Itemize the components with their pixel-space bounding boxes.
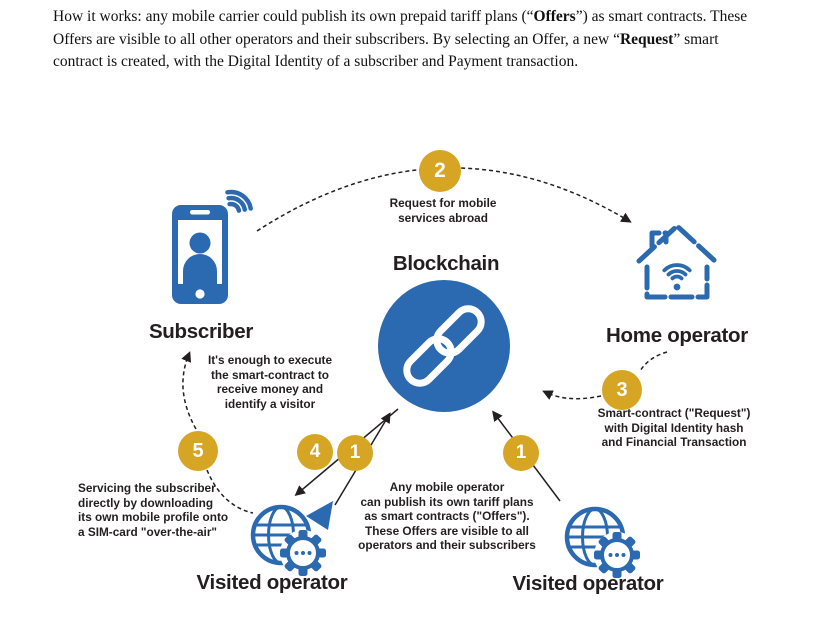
home-operator-icon	[636, 223, 718, 300]
annotation-step3: Smart-contract ("Request") with Digital …	[597, 406, 751, 449]
curve-home-to-step3	[639, 351, 668, 372]
curve-step5-to-visited-left	[206, 469, 254, 514]
chain-link-icon	[403, 305, 485, 387]
visited-operator-right-label: Visited operator	[512, 572, 664, 595]
visited-operator-left-label: Visited operator	[196, 571, 348, 594]
annotation-step1: Any mobile operator can publish its own …	[358, 480, 536, 552]
annotation-smart-contract-note: It's enough to execute the smart-contrac…	[207, 353, 333, 411]
annotation-step5: Servicing the subscriber directly by dow…	[78, 481, 229, 539]
intro-text-2: ”) as smart contracts. These Offers are …	[53, 8, 748, 48]
step-badge-1-right: 1	[503, 435, 539, 471]
visited-operator-right-icon	[564, 506, 640, 578]
annotation-step2: Request for mobile services abroad	[389, 196, 497, 225]
step-badge-5: 5	[178, 431, 218, 471]
intro-text-3: ” smart contract is created, with the Di…	[53, 30, 719, 71]
gear-icon	[280, 530, 326, 576]
curve-step3-to-blockchain	[542, 390, 602, 400]
blockchain-label: Blockchain	[392, 252, 500, 275]
intro-text-1: How it works: any mobile carrier could p…	[53, 8, 534, 25]
wifi-signal-icon	[225, 189, 253, 213]
visited-operator-left-icon	[250, 504, 326, 576]
home-operator-label: Home operator	[606, 324, 748, 347]
step-badge-4: 4	[297, 434, 333, 470]
step-badge-2: 2	[419, 150, 461, 192]
step-badge-1-left: 1	[337, 435, 373, 471]
blue-pointer-icon	[306, 501, 333, 530]
intro-bold-offers: Offers	[533, 8, 576, 25]
blockchain-icon	[378, 280, 510, 412]
curve-step5-to-subscriber	[181, 351, 197, 430]
intro-paragraph: How it works: any mobile carrier could p…	[53, 6, 767, 74]
gear-icon	[594, 532, 640, 578]
subscriber-label: Subscriber	[148, 320, 254, 343]
subscriber-phone-icon	[172, 189, 253, 304]
step-badge-3: 3	[602, 370, 642, 410]
intro-bold-request: Request	[619, 30, 674, 48]
home-wifi-icon	[662, 263, 692, 291]
